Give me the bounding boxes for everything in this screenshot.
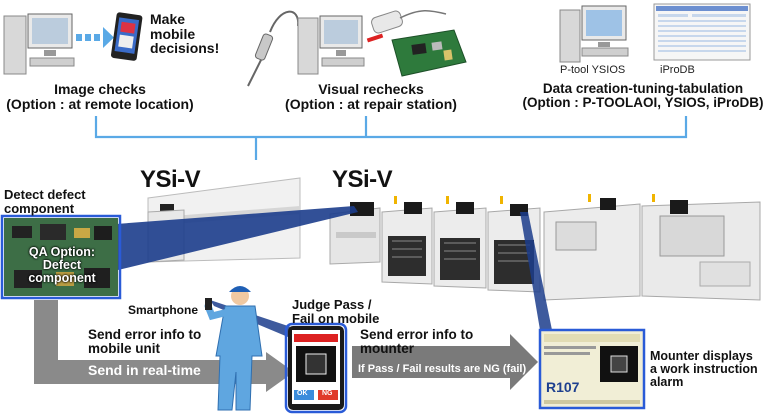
image-checks-label: Image checks (Option : at remote locatio… [0,82,200,111]
dotted-arrow-icon [76,27,114,48]
mobile-phone-icon [111,12,143,61]
send-mounter-label: Send error info to mounter [360,328,473,356]
make-mobile-line1: Make [150,12,219,27]
detect-defect-line2: component [4,202,86,216]
computer-icon [298,16,364,74]
data-creation-label: Data creation-tuning-tabulation (Option … [520,82,766,110]
judge-line2: Fail on mobile [292,312,379,326]
send-mounter-line2: mounter [360,342,473,356]
send-mobile-line2: mobile unit [88,342,201,356]
judge-phone-icon [286,324,346,412]
computer-icon [560,6,628,62]
send-mobile-line1: Send error info to [88,328,201,342]
computer-icon [4,14,74,74]
make-mobile-line3: decisions! [150,41,219,56]
iprodb-screen-icon [654,4,750,60]
judge-label: Judge Pass / Fail on mobile [292,298,379,325]
ptool-label: P-tool YSIOS [560,64,625,76]
phone-ok-label: OK [297,390,308,397]
screen-code-label: R107 [546,380,579,395]
visual-rechecks-label: Visual rechecks (Option : at repair stat… [276,82,466,111]
iprodb-label: iProDB [660,64,695,76]
judge-line1: Judge Pass / [292,298,379,312]
smartphone-label: Smartphone [128,304,198,317]
image-checks-option: (Option : at remote location) [0,97,200,112]
soldering-iron-icon [248,12,298,86]
visual-rechecks-option: (Option : at repair station) [276,97,466,112]
mounter-displays-label: Mounter displays a work instruction alar… [650,350,758,389]
qa-option-label: QA Option: Defect component [8,246,116,285]
make-mobile-line2: mobile [150,27,219,42]
mounter-screen-icon [540,330,644,408]
phone-ng-label: NG [322,390,333,397]
ysi-v-right-label: YSi-V [332,166,392,194]
detect-defect-label: Detect defect component [4,188,86,215]
image-checks-title: Image checks [0,82,200,97]
send-mobile-label: Send error info to mobile unit [88,328,201,356]
connector-tree [96,116,686,160]
visual-rechecks-title: Visual rechecks [276,82,466,97]
send-mounter-line1: Send error info to [360,328,473,342]
ysi-v-left-label: YSi-V [140,166,200,194]
make-mobile-label: Make mobile decisions! [150,12,219,56]
data-creation-option: (Option : P-TOOLAOI, YSIOS, iProDB) [520,96,766,110]
send-realtime-label: Send in real-time [88,363,201,378]
circuit-board-icon [392,30,466,76]
detect-defect-line1: Detect defect [4,188,86,202]
data-creation-title: Data creation-tuning-tabulation [520,82,766,96]
if-ng-label: If Pass / Fail results are NG (fail) [358,364,526,376]
qa-option-line2: Defect component [8,259,116,285]
mounter-line3: alarm [650,376,758,389]
